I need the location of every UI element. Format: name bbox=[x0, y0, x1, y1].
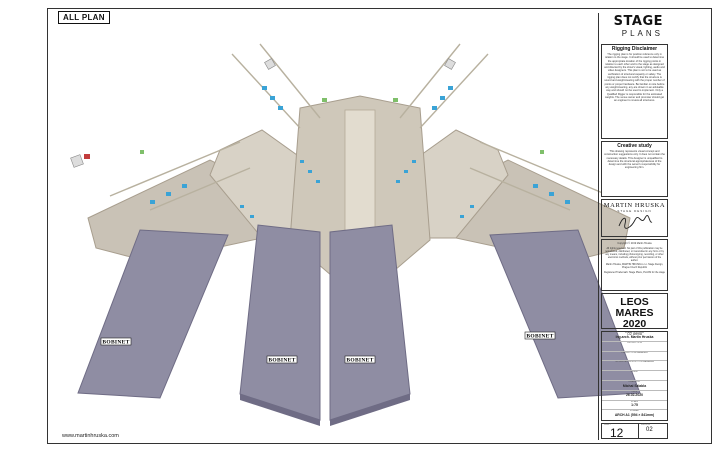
rigging-disclaimer: Rigging Disclaimer The rigging plan is f… bbox=[601, 44, 668, 139]
sheet-number-block: SHEET 12 VERSION 02 bbox=[601, 423, 668, 439]
creative-study-title: Creative study bbox=[617, 143, 652, 149]
info-row-caption: PRODUCTION MANAGER bbox=[621, 351, 648, 354]
info-row-value: Michal Szlabla bbox=[622, 383, 647, 388]
creative-study: Creative study This drawing represents v… bbox=[601, 141, 668, 197]
info-row-caption: DATE bbox=[631, 390, 638, 393]
project-venue: O2 arena bbox=[627, 332, 642, 336]
bobinet-label-center-right-text: BOBINET bbox=[346, 358, 373, 364]
project-block: LEOS MARES 2020 O2 arena bbox=[601, 293, 668, 336]
bobinet-panel-right bbox=[489, 229, 641, 399]
bobinet-base-center-right bbox=[330, 394, 410, 426]
brand-line-1: STAGE bbox=[613, 14, 663, 29]
sheet-number: 12 bbox=[610, 426, 624, 440]
truss-lines bbox=[109, 43, 611, 211]
designer-logo-sub: STAGE DESIGN bbox=[617, 209, 652, 213]
info-row: TECHNICAL PRODUCTION MANAGER bbox=[602, 361, 667, 372]
bobinet-label-right-text: BOBINET bbox=[526, 334, 553, 340]
designer-logo: MARTIN HRUSKA STAGE DESIGN bbox=[601, 199, 668, 237]
bobinet-label-center-right: BOBINET bbox=[344, 355, 376, 364]
info-row-value: 26.02.2020 bbox=[626, 393, 643, 398]
copyright-line-4: Registered Trademark: Stage Plans, PLANS… bbox=[604, 270, 665, 274]
brand-line-2: PLANS bbox=[621, 29, 663, 38]
info-row-caption: CLIENT bbox=[630, 371, 639, 374]
bobinet-label-center-left: BOBINET bbox=[266, 355, 298, 364]
bobinet-label-center-left-text: BOBINET bbox=[268, 358, 295, 364]
copyright-line-2: All rights reserved. No part of this pub… bbox=[605, 246, 664, 262]
project-name: LEOS MARES bbox=[615, 296, 654, 319]
designer-logo-name: MARTIN HRUSKA bbox=[603, 202, 666, 209]
rigging-disclaimer-title: Rigging Disclaimer bbox=[611, 46, 658, 52]
info-row-caption: FORMAT bbox=[629, 410, 640, 413]
info-row-caption: SCALE bbox=[630, 400, 639, 403]
creative-study-body: This drawing represents visual concept a… bbox=[604, 150, 665, 170]
info-row-caption: TECHNICAL PRODUCTION MANAGER bbox=[614, 361, 655, 364]
info-row: CLIENT bbox=[602, 371, 667, 381]
sheet-divider bbox=[638, 424, 639, 438]
bobinet-label-right: BOBINET bbox=[524, 331, 556, 340]
website-link[interactable]: www.martinhruska.com bbox=[62, 433, 119, 439]
copyright-line-1: Copyright © 2019 Martin Hruska bbox=[617, 242, 652, 245]
bobinet-panel-left bbox=[77, 229, 229, 399]
plan-title: ALL PLAN bbox=[58, 11, 110, 24]
info-row-caption: STAGE DESIGNER bbox=[624, 332, 645, 334]
version-caption: VERSION bbox=[641, 424, 651, 426]
info-row-value: ARCH A1 (594 × 841mm) bbox=[614, 412, 655, 417]
info-row-value: Ing.arch. Martin Hruska bbox=[615, 334, 654, 339]
green-fixtures bbox=[140, 98, 544, 154]
title-block: STAGE PLANS Rigging Disclaimer The riggi… bbox=[598, 13, 706, 440]
bobinet-label-left: BOBINET bbox=[100, 337, 132, 346]
bobinet-label-left-text: BOBINET bbox=[102, 340, 129, 346]
copyright-line-3: Martin Hruska, MARTIN HRUSKA s.r.o. Stag… bbox=[605, 263, 664, 269]
info-row-caption: DRAWN BY bbox=[628, 380, 641, 383]
sheet-number-caption: SHEET bbox=[604, 424, 611, 426]
signature-icon bbox=[618, 215, 652, 229]
lighting-fixtures bbox=[150, 86, 570, 218]
info-row-value: 1:75 bbox=[631, 403, 638, 408]
bobinet-base-center-left bbox=[240, 394, 320, 426]
project-year: 2020 bbox=[622, 318, 647, 330]
info-row: PRODUCTION bbox=[602, 342, 667, 352]
brand-logo: STAGE PLANS bbox=[599, 13, 707, 43]
info-row-caption: PRODUCTION bbox=[627, 341, 642, 344]
copyright-block: Copyright © 2019 Martin Hruska All right… bbox=[601, 239, 668, 291]
rigging-disclaimer-body: The rigging plan is for position referen… bbox=[604, 53, 665, 103]
version-number: 02 bbox=[646, 427, 653, 433]
info-row: PRODUCTION MANAGER bbox=[602, 352, 667, 362]
